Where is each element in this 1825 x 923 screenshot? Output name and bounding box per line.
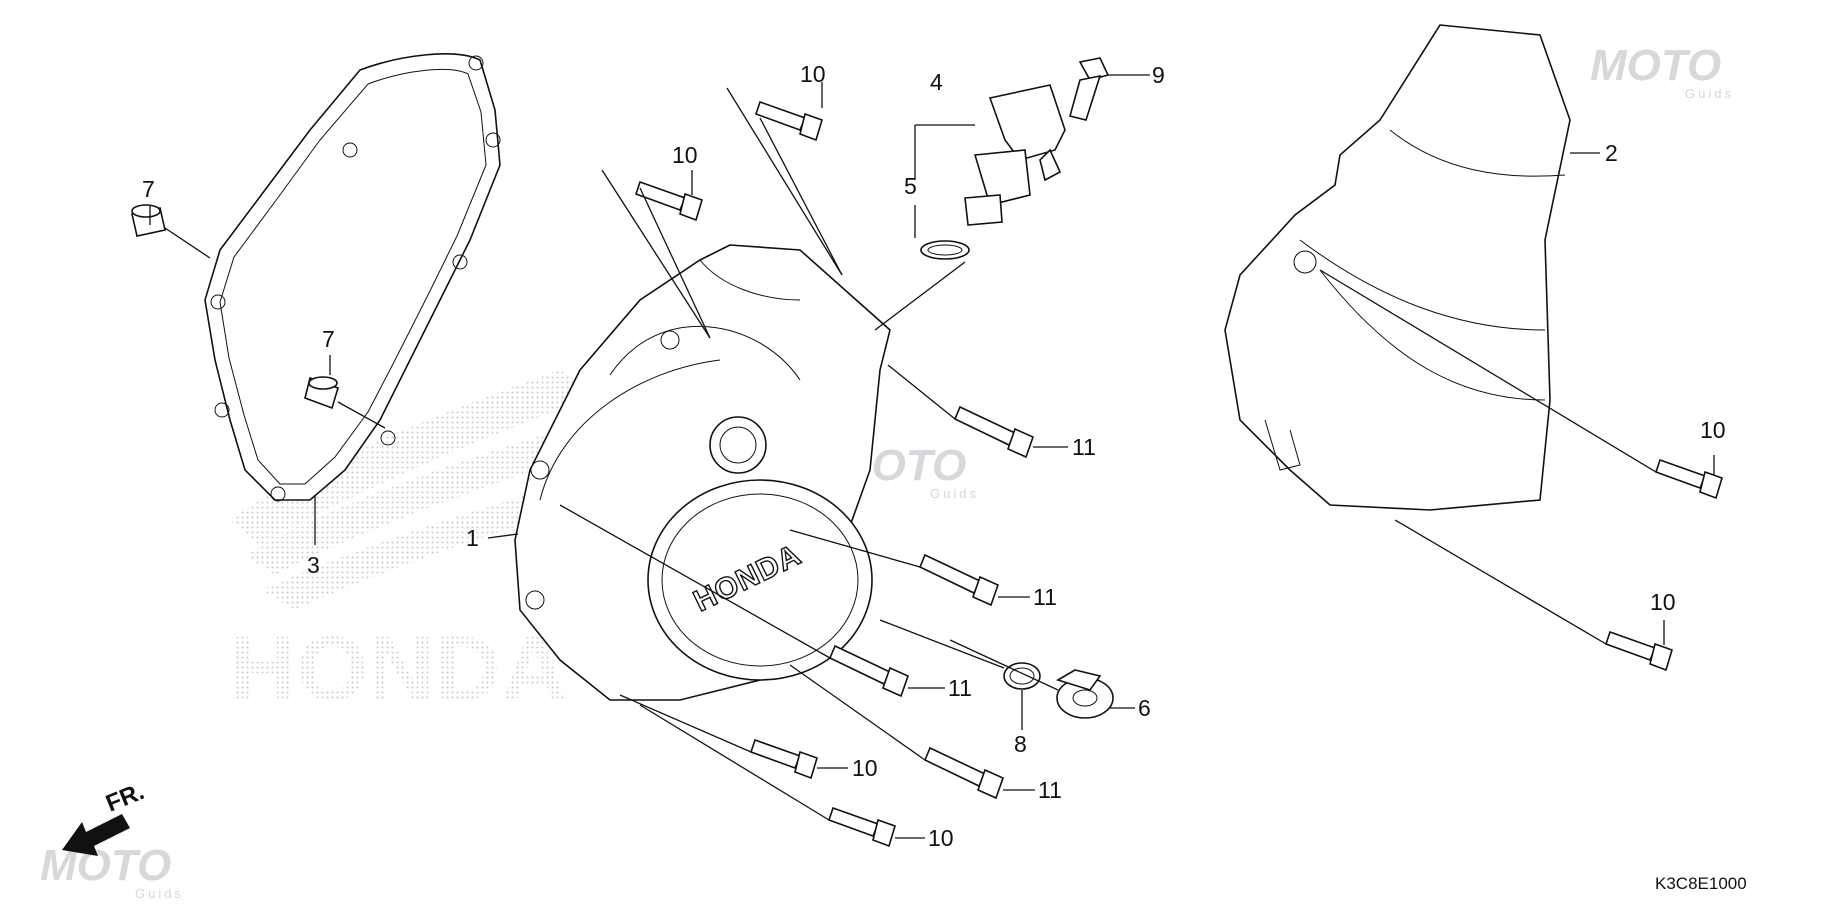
callout-5: 5 <box>904 173 917 199</box>
bolt-part-11-b <box>918 553 999 607</box>
bolt-part-10-top-a <box>754 100 823 142</box>
callout-1: 1 <box>466 525 479 551</box>
callout-11c: 11 <box>948 675 972 701</box>
bolt-part-10-bottom-b <box>827 806 896 848</box>
background-emblem-text: HONDA <box>230 618 567 720</box>
background-wing-emblem: HONDA <box>230 370 600 720</box>
watermark-top-right: MOTO Guids <box>1590 41 1734 101</box>
front-arrow-icon <box>62 814 130 856</box>
callout-3: 3 <box>307 552 320 578</box>
bolt-part-11-a <box>953 405 1034 459</box>
watermark-sub: Guids <box>135 886 184 901</box>
leader-lines <box>149 74 1715 839</box>
watermark-brand: MOTO <box>40 841 171 890</box>
callout-8: 8 <box>1014 731 1027 757</box>
callout-4: 4 <box>930 69 943 95</box>
callout-10b: 10 <box>672 142 698 168</box>
dowel-pin-part-7-b <box>304 376 386 429</box>
crank-position-sensor-part-4 <box>964 84 1066 226</box>
outer-cover-part-2 <box>1224 24 1571 511</box>
left-crankcase-cover-part-1: HONDA <box>514 244 891 701</box>
front-label: FR. <box>102 778 148 818</box>
bolt-part-10-right-a <box>1654 458 1723 500</box>
callout-10f: 10 <box>1650 589 1676 615</box>
callout-9: 9 <box>1152 62 1165 88</box>
o-ring-part-5 <box>920 240 970 260</box>
callout-6: 6 <box>1138 695 1151 721</box>
callout-10e: 10 <box>1700 417 1726 443</box>
bolt-part-10-top-b <box>634 180 703 222</box>
gasket-part-3 <box>204 53 501 502</box>
callout-2: 2 <box>1605 140 1618 166</box>
diagram-part-number: K3C8E1000 <box>1655 874 1747 893</box>
bolt-part-11-d <box>923 746 1004 800</box>
watermark-bottom-left: MOTO Guids <box>40 841 184 901</box>
callout-10a: 10 <box>800 61 826 87</box>
callout-11a: 11 <box>1072 434 1096 460</box>
watermark-sub: Guids <box>930 486 979 501</box>
callout-7a: 7 <box>142 176 155 202</box>
bolt-part-10-right-b <box>1604 630 1673 672</box>
bolt-part-11-c <box>828 644 909 698</box>
callout-10c: 10 <box>852 755 878 781</box>
watermark-sub: Guids <box>1685 86 1734 101</box>
callout-11d: 11 <box>1038 777 1062 803</box>
callout-7b: 7 <box>322 326 335 352</box>
plug-part-6 <box>1056 669 1114 719</box>
dowel-pin-part-7-a <box>131 204 211 259</box>
bolt-part-9 <box>1069 57 1110 121</box>
watermark-brand: MOTO <box>1590 41 1721 90</box>
callout-10d: 10 <box>928 825 954 851</box>
callout-11b: 11 <box>1033 584 1057 610</box>
bolt-part-10-bottom-a <box>749 738 818 780</box>
